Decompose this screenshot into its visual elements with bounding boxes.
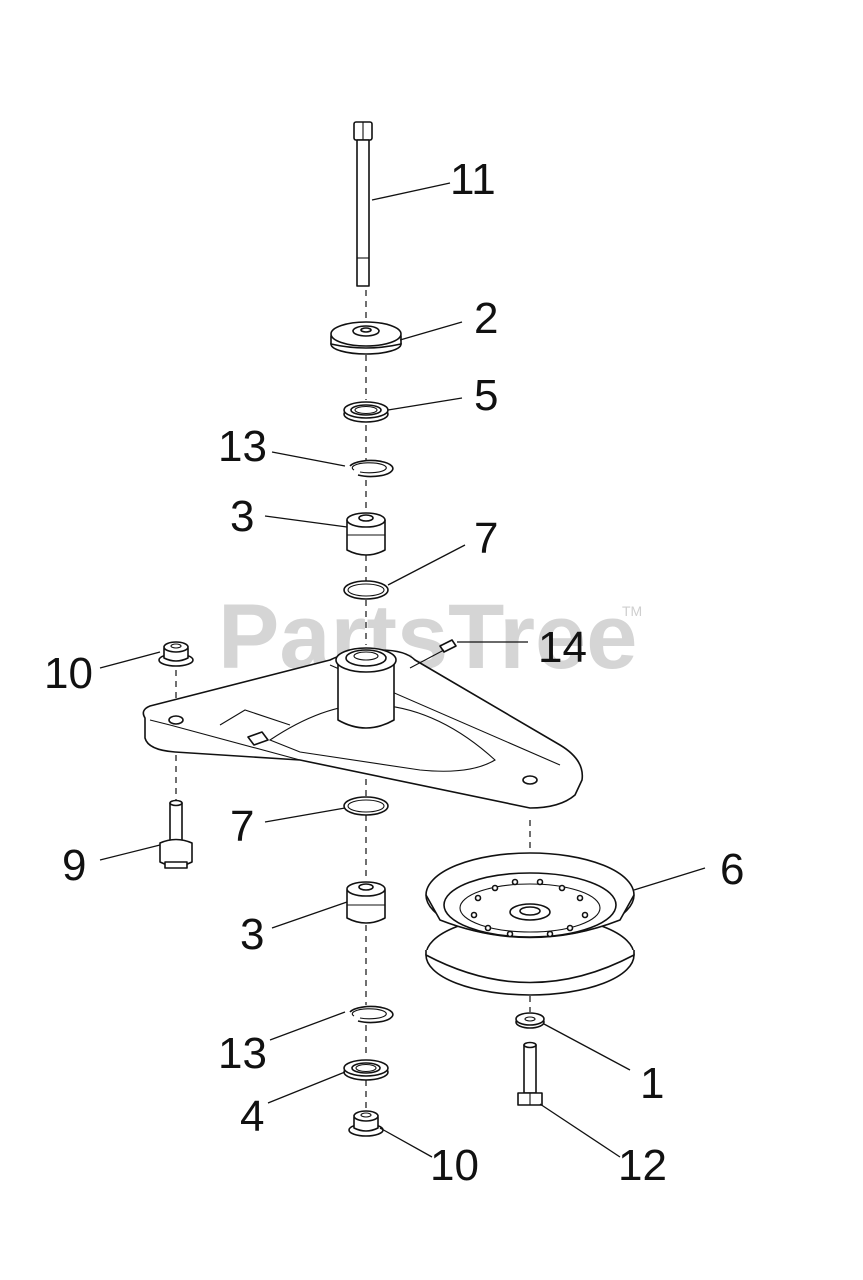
callout-5: 5 bbox=[474, 371, 498, 420]
bolt-part-11 bbox=[353, 121, 373, 287]
callout-10-lower: 10 bbox=[430, 1141, 479, 1190]
callout-4: 4 bbox=[240, 1092, 264, 1141]
callout-3-lower: 3 bbox=[240, 910, 264, 959]
washer-part-1 bbox=[515, 1012, 545, 1029]
bolt-part-12 bbox=[517, 1041, 543, 1106]
callout-12: 12 bbox=[618, 1141, 667, 1190]
callout-10-upper: 10 bbox=[44, 649, 93, 698]
o-ring-part-7-upper bbox=[343, 580, 389, 600]
o-ring-part-7-lower bbox=[343, 796, 389, 816]
callout-3-upper: 3 bbox=[230, 492, 254, 541]
callout-2: 2 bbox=[474, 294, 498, 343]
callout-13-lower: 13 bbox=[218, 1029, 267, 1078]
grease-fitting-part-14 bbox=[409, 639, 457, 669]
callout-7-lower: 7 bbox=[230, 802, 254, 851]
callout-9: 9 bbox=[62, 841, 86, 890]
retaining-ring-part-13-lower bbox=[349, 1005, 394, 1024]
callout-7-upper: 7 bbox=[474, 514, 498, 563]
bearing-seal-part-4 bbox=[343, 1059, 389, 1081]
leader-lines bbox=[99, 182, 706, 1158]
flange-nut-part-10-lower bbox=[348, 1110, 384, 1137]
idler-pulley-part-6 bbox=[425, 852, 635, 996]
callout-labels: 11 2 5 13 3 7 14 10 7 9 6 3 13 4 1 10 12 bbox=[44, 155, 744, 1190]
callout-13-upper: 13 bbox=[218, 422, 267, 471]
bushing-part-3-lower bbox=[346, 881, 386, 924]
callout-14: 14 bbox=[538, 623, 587, 672]
callout-6: 6 bbox=[720, 845, 744, 894]
shoulder-stud-part-9 bbox=[159, 799, 193, 869]
callout-11: 11 bbox=[450, 155, 496, 204]
callout-1: 1 bbox=[640, 1059, 664, 1108]
idler-arm-bracket bbox=[142, 647, 584, 809]
bushing-part-3-upper bbox=[346, 512, 386, 556]
cap-part-2 bbox=[330, 321, 402, 355]
flange-nut-part-10-upper bbox=[158, 641, 194, 667]
bearing-seal-part-5 bbox=[343, 401, 389, 423]
watermark-trademark: TM bbox=[622, 603, 642, 619]
retaining-ring-part-13-upper bbox=[349, 459, 394, 478]
pulley-holes bbox=[470, 878, 589, 938]
